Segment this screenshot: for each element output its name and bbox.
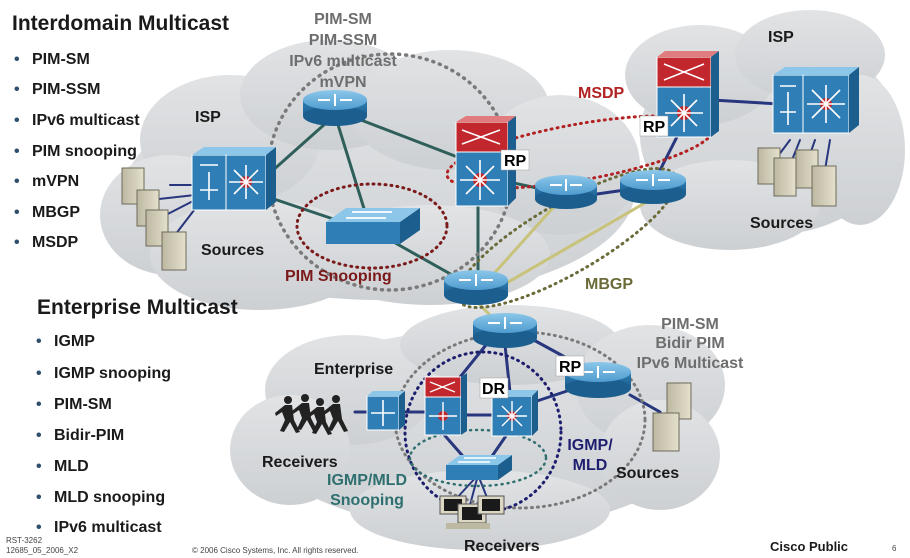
firewall-router-enterprise [424,373,467,436]
router-top-center [303,90,367,126]
footer-doc-id-2: 12685_05_2006_X2 [6,546,79,555]
igmp-mld-snooping-label: IGMP/MLD Snooping [327,472,407,509]
enterprise-item: IPv6 multicast [54,519,162,536]
snooping-line: Snooping [330,492,404,509]
enterprise-bullet: • [36,396,42,413]
router-mbgp [444,270,508,305]
enterprise-bullet: • [36,427,42,444]
igmp-mld-line: IGMP/ [567,437,613,454]
rp-tag-enterprise-text: RP [559,359,582,376]
pim-group-line: IPv6 multicast [289,53,397,70]
interdomain-item: PIM snooping [32,143,137,160]
pim-group-line: PIM-SM [314,11,372,28]
interdomain-item: PIM-SM [32,51,90,68]
snooping-outline [408,428,548,488]
footer-copyright: © 2006 Cisco Systems, Inc. All rights re… [192,546,358,555]
interdomain-item: PIM-SSM [32,81,100,98]
interdomain-item: MSDP [32,234,79,251]
interdomain-bullet: • [14,173,20,190]
pim-enterprise-line: PIM-SM [661,316,719,333]
servers-enterprise [652,382,692,452]
enterprise-bullet: • [36,519,42,536]
router-right-border [620,170,686,204]
rp-tag-right-text: RP [643,119,666,136]
isp-left-label: ISP [195,109,221,126]
rp-tag-enterprise: RP [555,355,585,377]
switch-isp-right [772,67,859,134]
interdomain-bullet: • [14,51,20,68]
pim-enterprise-label: PIM-SM Bidir PIM IPv6 Multicast [637,316,744,372]
enterprise-list: • IGMP • IGMP snooping • PIM-SM • Bidir-… [36,333,171,536]
enterprise-item: MLD [54,458,89,475]
interdomain-item: IPv6 multicast [32,112,140,129]
dr-tag: DR [479,377,509,399]
dr-tag-text: DR [482,381,506,398]
servers-left [121,167,187,271]
interdomain-bullet: • [14,234,20,251]
igmp-outline [403,350,563,514]
enterprise-title: Enterprise Multicast [37,296,238,319]
footer-page-number: 6 [892,544,897,553]
interdomain-bullet: • [14,81,20,98]
interdomain-title: Interdomain Multicast [12,12,229,35]
isp-right-label: ISP [768,29,794,46]
interdomain-bullet: • [14,112,20,129]
receiver-pcs [439,495,505,529]
pim-enterprise-line: IPv6 Multicast [637,355,744,372]
firewall-router-center [455,116,516,207]
enterprise-item: MLD snooping [54,489,165,506]
enterprise-bullet: • [36,333,42,350]
snooping-line: IGMP/MLD [327,472,407,489]
interdomain-list: • PIM-SM • PIM-SSM • IPv6 multicast • PI… [14,51,140,251]
pim-snooping-label: PIM Snooping [285,268,392,285]
pim-group-line: mVPN [319,74,366,91]
rp-tag-center: RP [500,149,530,171]
rp-tag-center-text: RP [504,153,527,170]
enterprise-item: IGMP [54,333,95,350]
igmp-mld-line: MLD [573,457,608,474]
sources-enterprise-label: Sources [616,465,679,482]
receivers-left-label: Receivers [262,454,338,471]
interdomain-item: mVPN [32,173,79,190]
enterprise-item: Bidir-PIM [54,427,124,444]
receiver-people [275,394,348,435]
igmp-mld-label: IGMP/ MLD [567,437,613,474]
interdomain-bullet: • [14,143,20,160]
sources-left-label: Sources [201,242,264,259]
rp-tag-right: RP [639,115,669,137]
mbgp-label: MBGP [585,276,633,293]
enterprise-bullet: • [36,458,42,475]
pim-snooping-outline [295,182,449,270]
enterprise-item: IGMP snooping [54,365,171,382]
pim-group-label: PIM-SM PIM-SSM IPv6 multicast mVPN [289,11,397,91]
interdomain-item: MBGP [32,204,80,221]
router-center-right [535,175,597,209]
router-enterprise-edge [473,313,537,348]
footer-classification: Cisco Public [770,539,848,554]
interdomain-bullet: • [14,204,20,221]
sources-right-label: Sources [750,215,813,232]
pim-enterprise-line: Bidir PIM [655,335,724,352]
router-dr [491,390,538,437]
msdp-label: MSDP [578,85,625,102]
servers-right [757,147,837,207]
switch-isp-left [191,147,276,211]
switch-snooping-enterprise [446,455,512,480]
pim-group-line: PIM-SSM [309,32,377,49]
switch-enterprise-access [366,391,405,431]
enterprise-bullet: • [36,489,42,506]
receivers-bottom-label: Receivers [464,538,540,555]
enterprise-item: PIM-SM [54,396,112,413]
enterprise-bullet: • [36,365,42,382]
switch-pim-snooping [326,208,420,244]
enterprise-cloud-label: Enterprise [314,361,393,378]
footer-doc-id: RST-3262 [6,536,43,545]
